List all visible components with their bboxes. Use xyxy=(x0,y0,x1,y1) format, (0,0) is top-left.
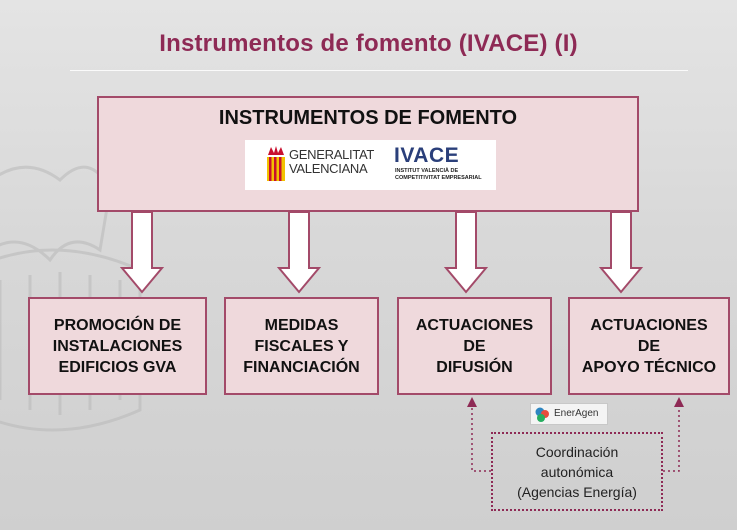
box-actuaciones-apoyo-tecnico: ACTUACIONES DE APOYO TÉCNICO xyxy=(568,297,730,395)
box-promocion-instalaciones: PROMOCIÓN DE INSTALACIONES EDIFICIOS GVA xyxy=(28,297,207,395)
down-arrow-3 xyxy=(443,211,489,294)
coord-arrowhead-right xyxy=(674,397,684,407)
ivace-logo-subtitle: INSTITUT VALENCIÀ DE COMPETITIVITAT EMPR… xyxy=(395,168,482,181)
coord-link-left xyxy=(471,406,491,472)
instruments-main-box: INSTRUMENTOS DE FOMENTO GENERALITAT VALE… xyxy=(97,96,639,212)
coord-link-right xyxy=(663,406,680,472)
box-difusion-label: ACTUACIONES DE DIFUSIÓN xyxy=(415,316,534,376)
box-promocion-label: PROMOCIÓN DE INSTALACIONES EDIFICIOS GVA xyxy=(52,316,183,376)
main-box-title: INSTRUMENTOS DE FOMENTO xyxy=(218,107,518,129)
slide-title: Instrumentos de fomento (IVACE) (I) xyxy=(159,30,578,57)
down-arrow-4 xyxy=(598,211,644,294)
coordination-box: Coordinación autonómica (Agencias Energí… xyxy=(491,432,663,511)
box-apoyo-label: ACTUACIONES DE APOYO TÉCNICO xyxy=(581,316,717,376)
generalitat-logo-text: GENERALITAT VALENCIANA xyxy=(289,147,375,176)
eneragen-icon xyxy=(535,407,549,422)
title-divider xyxy=(70,70,688,71)
eneragen-text: EnerAgen xyxy=(554,408,599,419)
logos-strip: GENERALITAT VALENCIANA IVACE INSTITUT VA… xyxy=(245,140,496,190)
box-medidas-fiscales: MEDIDAS FISCALES Y FINANCIACIÓN xyxy=(224,297,379,395)
ivace-logo: IVACE xyxy=(394,144,459,168)
ivace-logo-text: IVACE xyxy=(394,144,460,167)
eneragen-logo: EnerAgen xyxy=(530,403,608,425)
coordination-label: Coordinación autonómica (Agencias Energí… xyxy=(517,443,637,500)
down-arrow-2 xyxy=(276,211,322,294)
coord-arrowhead-left xyxy=(467,397,477,407)
box-actuaciones-difusion: ACTUACIONES DE DIFUSIÓN xyxy=(397,297,552,395)
box-medidas-label: MEDIDAS FISCALES Y FINANCIACIÓN xyxy=(243,316,360,376)
generalitat-shield-icon xyxy=(267,146,285,181)
